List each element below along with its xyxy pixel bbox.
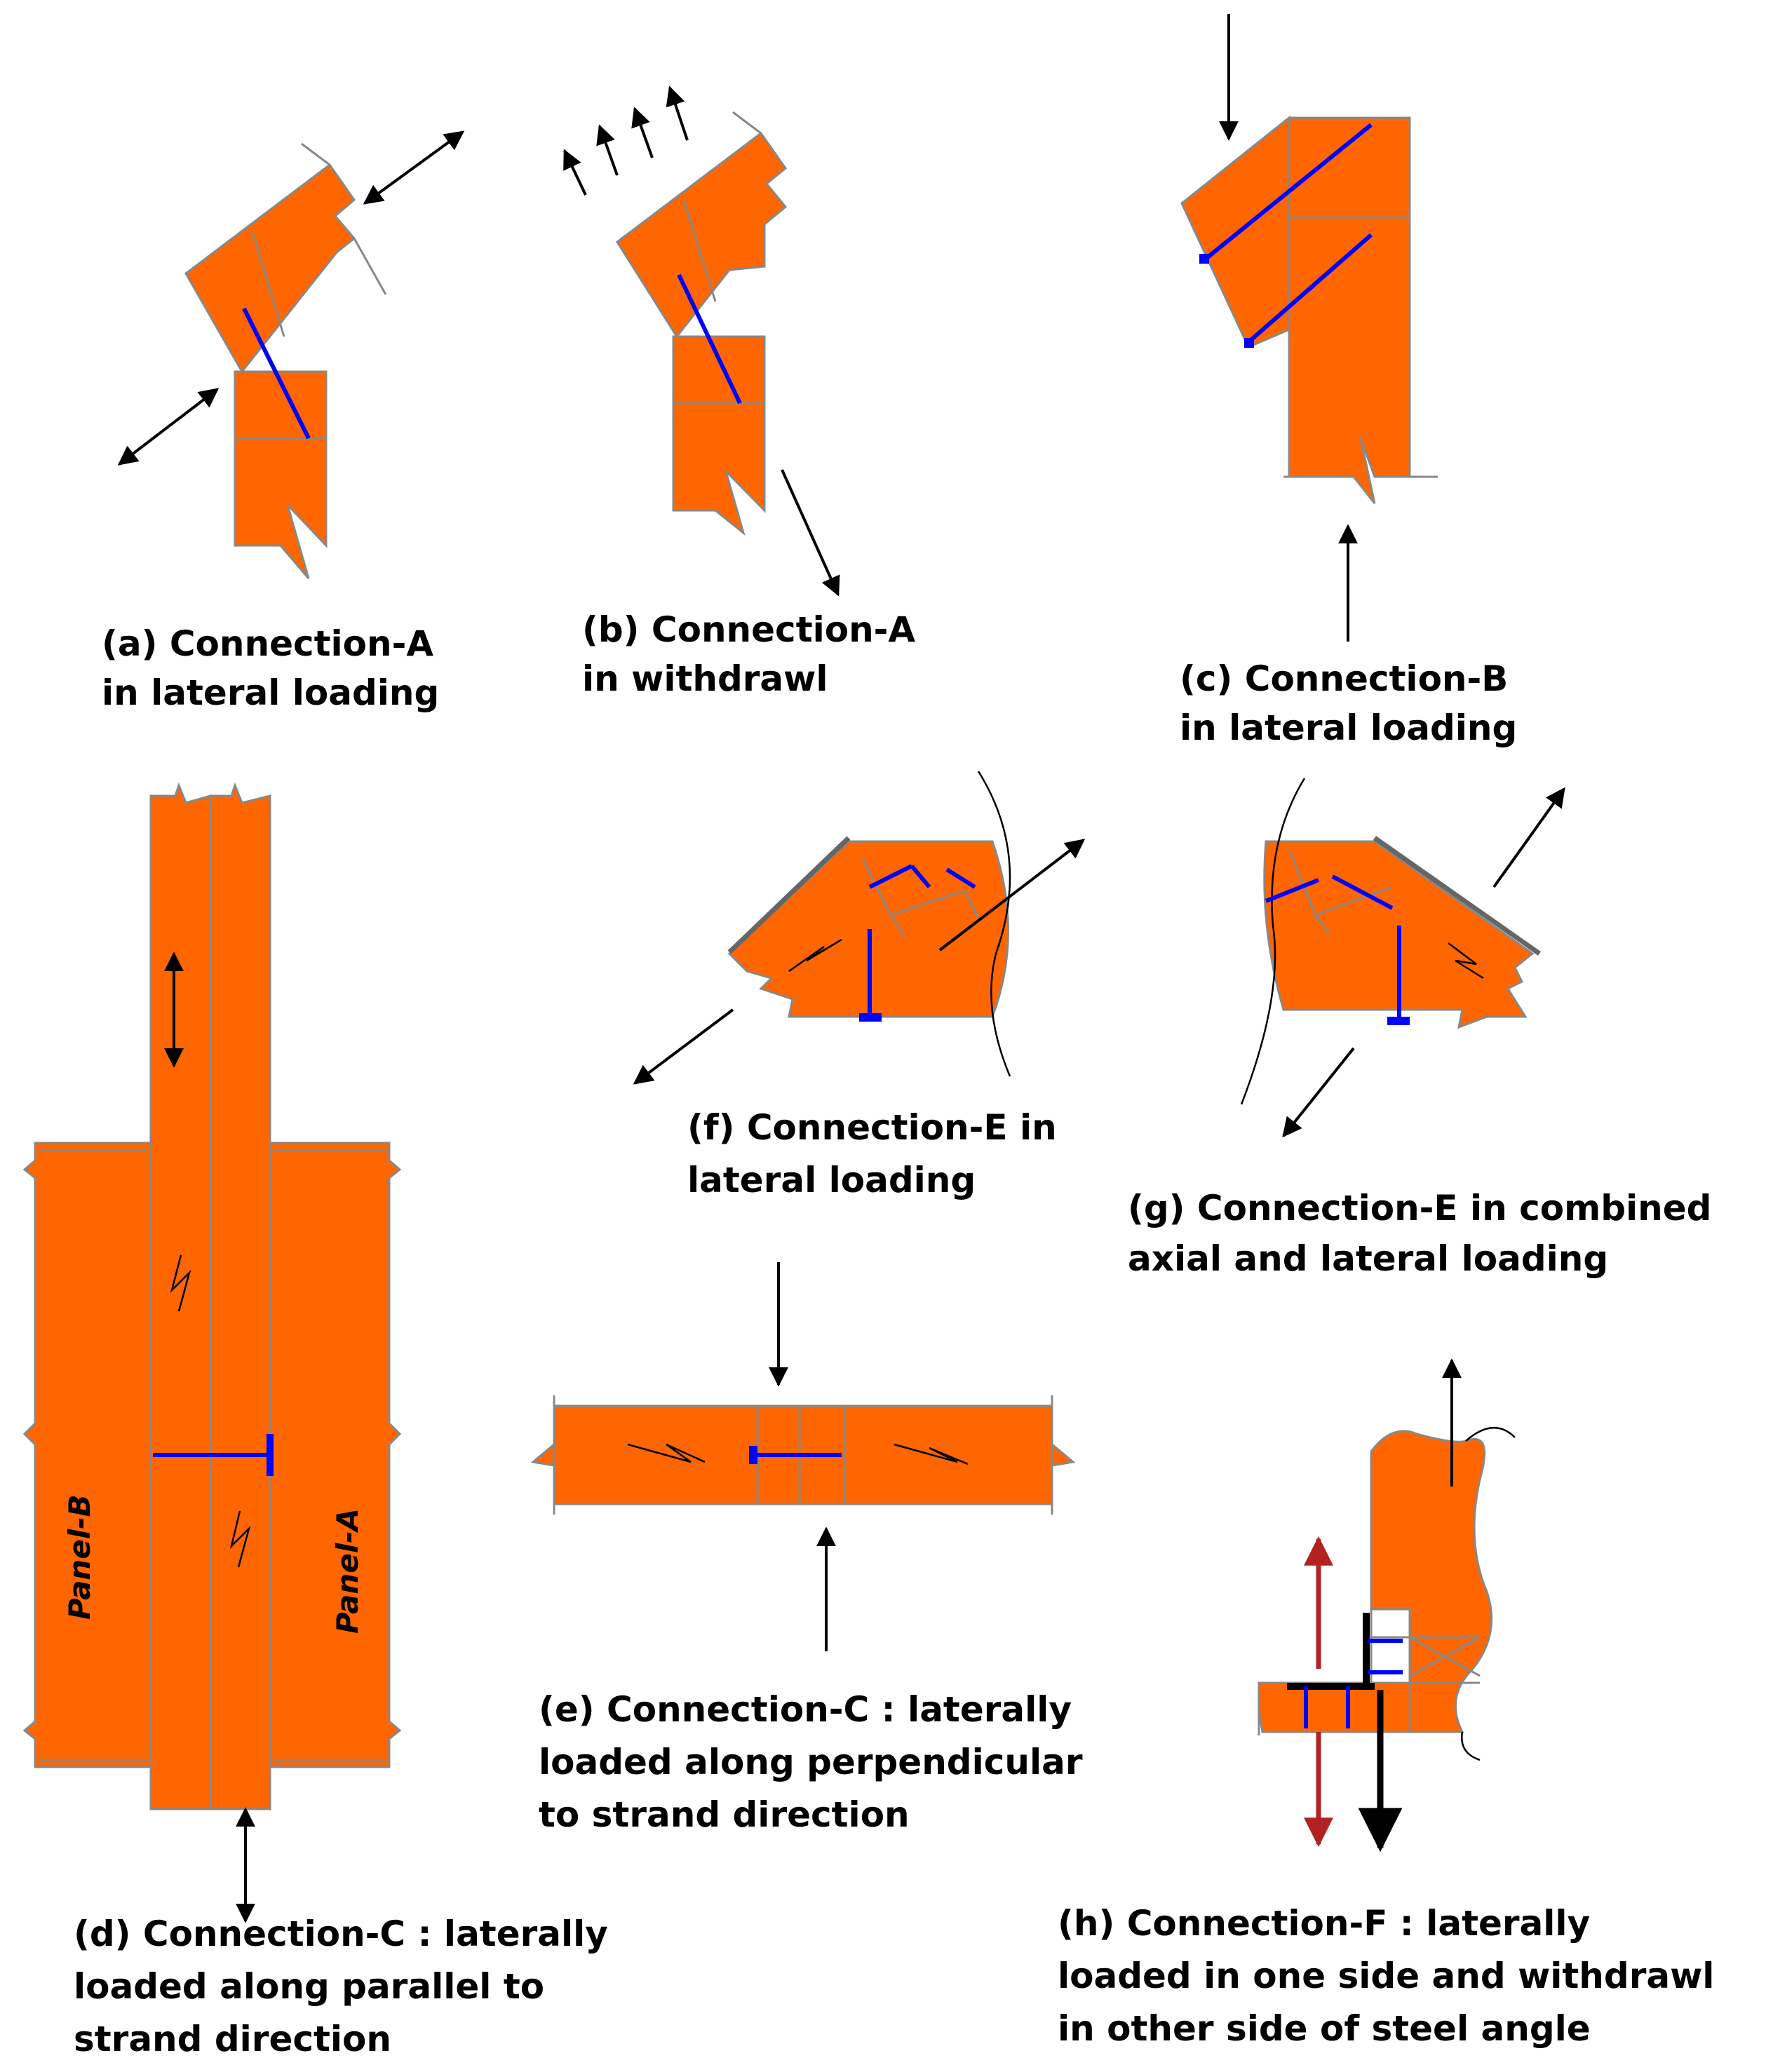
svg-text:(h) Connection-F : laterally: (h) Connection-F : laterally [1058, 1903, 1590, 1944]
caption-c: (c) Connection-B in lateral loading [1180, 658, 1517, 748]
caption-d: (d) Connection-C : laterally loaded alon… [74, 1914, 608, 2059]
svg-text:(a) Connection-A: (a) Connection-A [102, 623, 433, 664]
caption-h: (h) Connection-F : laterally loaded in o… [1058, 1903, 1714, 2049]
panel-h-floor [1258, 1681, 1411, 1733]
svg-text:to strand direction: to strand direction [539, 1794, 910, 1835]
panel-vertical-a [234, 370, 328, 579]
arrow-f-lower [633, 1008, 734, 1085]
svg-text:in lateral loading: in lateral loading [102, 672, 439, 713]
diagram-g [1240, 778, 1565, 1138]
svg-text:loaded along perpendicular: loaded along perpendicular [539, 1742, 1083, 1782]
screw-a [242, 307, 311, 440]
diagram-f [633, 771, 1086, 1085]
diagram-c [1180, 14, 1438, 642]
svg-text:in other side of steel angle: in other side of steel angle [1058, 2008, 1591, 2049]
withdraw-arrow-1 [563, 149, 587, 196]
withdraw-arrow-4 [666, 86, 689, 141]
arrow-a-lower [117, 388, 220, 466]
screw-b [677, 273, 742, 405]
svg-text:(g) Connection-E in combined: (g) Connection-E in combined [1128, 1188, 1711, 1228]
spline-left [149, 782, 212, 1810]
caption-a: (a) Connection-A in lateral loading [102, 623, 439, 713]
panel-b-label: Panel-B [62, 1494, 97, 1620]
caption-b: (b) Connection-A in withdrawl [582, 609, 915, 699]
svg-text:strand direction: strand direction [74, 2019, 391, 2059]
svg-text:in lateral loading: in lateral loading [1180, 707, 1517, 748]
arrow-a-upper [363, 130, 465, 205]
screw-g-2 [1331, 874, 1394, 910]
panel-vertical-b [672, 335, 766, 536]
screw-f-2 [910, 865, 931, 888]
withdraw-arrow-2 [596, 124, 619, 176]
panel-a-label: Panel-A [330, 1508, 365, 1634]
diagram-a [117, 130, 465, 579]
arrow-g-up [1492, 787, 1565, 888]
svg-text:loaded along parallel to: loaded along parallel to [74, 1966, 544, 2007]
arrow-g-down [1282, 1047, 1355, 1138]
withdraw-arrow-3 [631, 107, 654, 158]
svg-text:(d) Connection-C : laterally: (d) Connection-C : laterally [74, 1914, 608, 1954]
screw-c-upper [1204, 123, 1373, 262]
arrow-f-lateral [938, 839, 1086, 952]
svg-text:lateral loading: lateral loading [687, 1160, 976, 1200]
screw-f-3 [945, 867, 976, 889]
spline-right [209, 782, 271, 1810]
panel-b [22, 1142, 152, 1768]
panel-a [269, 1142, 402, 1768]
caption-g: (g) Connection-E in combined axial and l… [1128, 1188, 1711, 1279]
panel-inclined-a [184, 163, 356, 374]
svg-text:(e) Connection-C : laterally: (e) Connection-C : laterally [539, 1689, 1072, 1730]
caption-e: (e) Connection-C : laterally loaded alon… [539, 1689, 1083, 1835]
pull-arrow-b [781, 469, 840, 597]
screw-c-lower [1247, 233, 1373, 344]
svg-text:in withdrawl: in withdrawl [582, 658, 828, 699]
svg-text:(b) Connection-A: (b) Connection-A [582, 609, 915, 650]
svg-text:(c) Connection-B: (c) Connection-B [1180, 658, 1508, 699]
panel-inclined-b [615, 131, 788, 339]
diagram-e [530, 1262, 1076, 1651]
caption-f: (f) Connection-E in lateral loading [687, 1107, 1057, 1200]
diagram-d: Panel-B Panel-A [22, 782, 402, 1923]
svg-text:axial and lateral loading: axial and lateral loading [1128, 1238, 1608, 1279]
screw-f-1 [868, 864, 913, 889]
screw-g-1 [1265, 878, 1320, 903]
svg-text:(f) Connection-E in: (f) Connection-E in [687, 1107, 1057, 1148]
diagram-h [1258, 1358, 1516, 1853]
svg-text:loaded in one side and withdra: loaded in one side and withdrawl [1058, 1956, 1714, 1996]
diagram-b [563, 86, 840, 597]
